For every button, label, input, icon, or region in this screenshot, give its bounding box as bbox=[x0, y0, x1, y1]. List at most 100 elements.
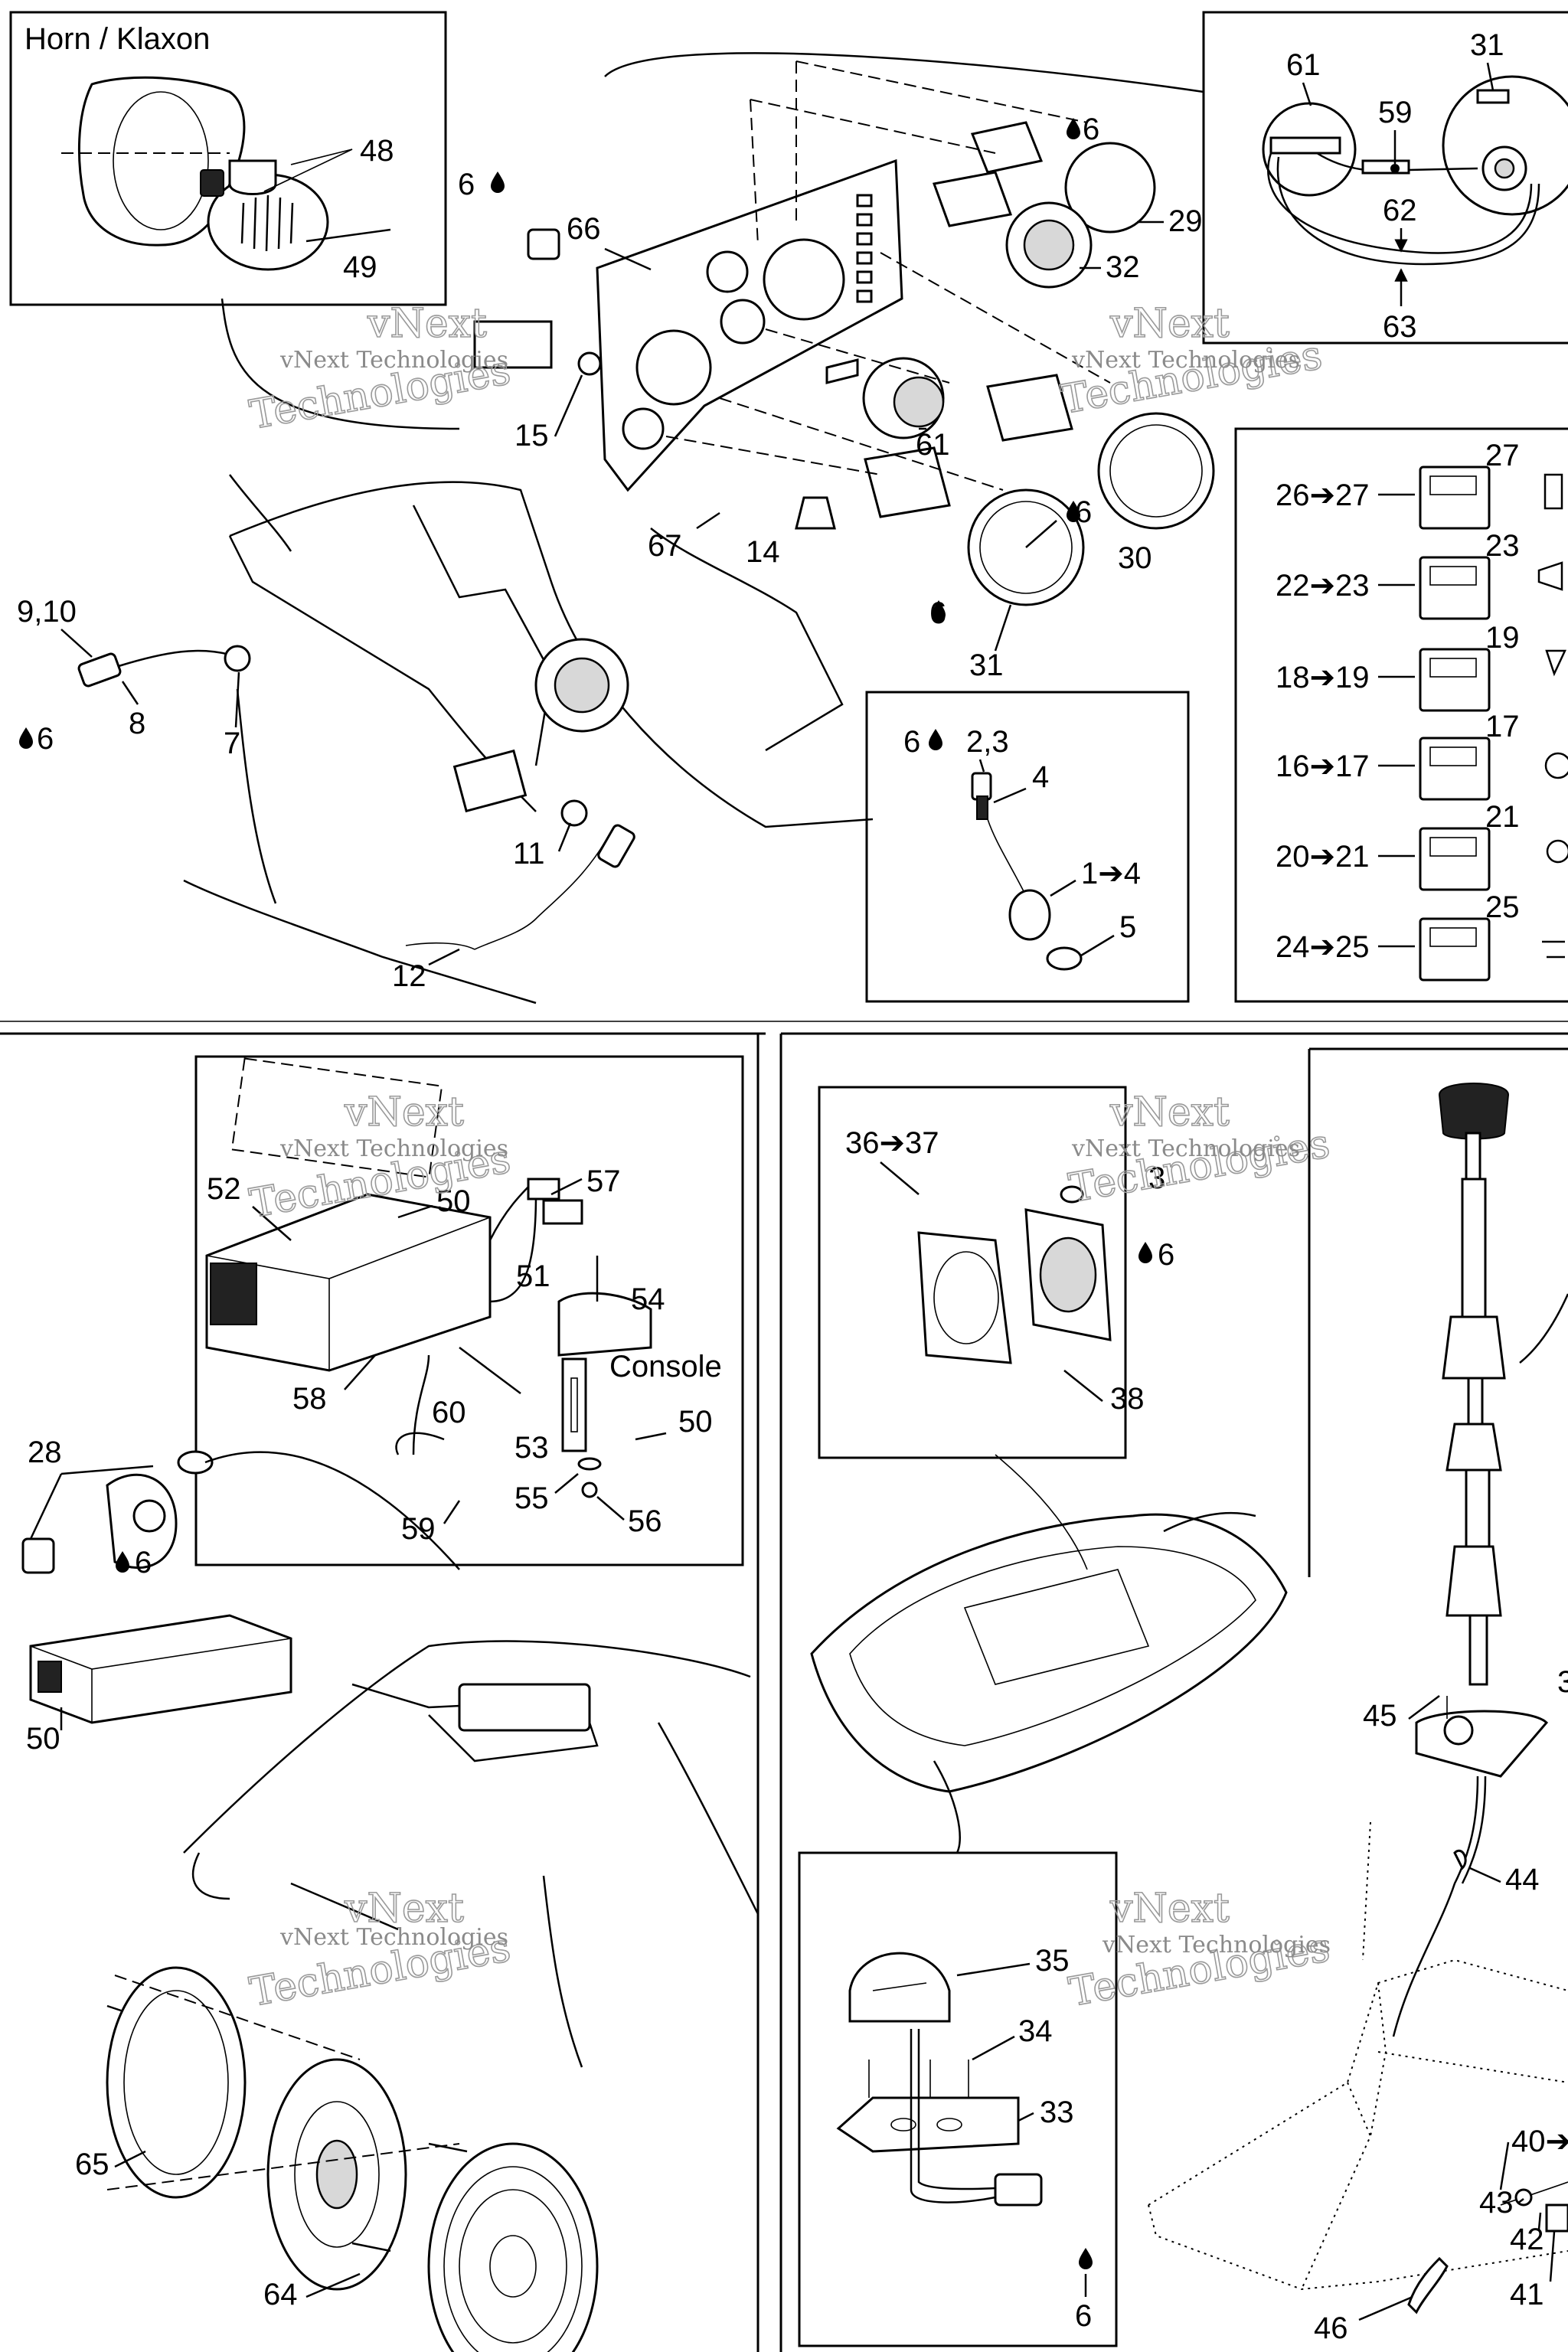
light-bezel-37 bbox=[917, 1231, 1012, 1364]
callout-59: 59 bbox=[1378, 96, 1413, 129]
callout-11: 11 bbox=[513, 837, 545, 871]
speaker-grille bbox=[427, 2142, 599, 2352]
callout-25: 25 bbox=[1485, 890, 1520, 924]
callout-6-sensor: 6 bbox=[903, 725, 920, 759]
pole-lamp bbox=[1438, 1083, 1510, 1140]
rocker-switch bbox=[1419, 556, 1491, 620]
callout-55: 55 bbox=[514, 1481, 549, 1515]
switch-row-19: 18➔19 19 bbox=[1276, 621, 1520, 712]
lights-panel: 36➔37 3 6 38 35 34 33 bbox=[810, 1126, 1288, 2333]
callout-30: 30 bbox=[1118, 541, 1152, 575]
callout-3-pole: 3 bbox=[1557, 1665, 1568, 1699]
callout-12: 12 bbox=[392, 959, 426, 993]
svg-text:vNext: vNext bbox=[1109, 301, 1230, 347]
cable-tie-46 bbox=[1407, 2256, 1449, 2314]
callout-36-37: 36➔37 bbox=[845, 1126, 939, 1160]
callout-6-horn: 6 bbox=[458, 168, 475, 201]
callout-3-light: 3 bbox=[1148, 1161, 1165, 1195]
callout-40: 40➔ bbox=[1511, 2125, 1568, 2158]
callout-6-top: 6 bbox=[1083, 113, 1099, 146]
callout-26-27: 26➔27 bbox=[1276, 479, 1370, 512]
callout-22-23: 22➔23 bbox=[1276, 569, 1370, 603]
callout-18-19: 18➔19 bbox=[1276, 661, 1370, 694]
callout-63: 63 bbox=[1383, 310, 1417, 344]
callout-8: 8 bbox=[129, 707, 145, 740]
callout-6-mid: 6 bbox=[1075, 495, 1092, 529]
callout-4: 4 bbox=[1032, 760, 1049, 794]
callout-15: 15 bbox=[514, 419, 549, 452]
console-label: Console bbox=[609, 1350, 722, 1383]
callout-53: 53 bbox=[514, 1431, 549, 1465]
svg-text:vNext Technologies: vNext Technologies bbox=[279, 347, 508, 374]
horn-panel: Horn / Klaxon 48 49 bbox=[24, 22, 394, 284]
horn-title: Horn / Klaxon bbox=[24, 22, 210, 56]
switch-row-17: 16➔17 17 bbox=[1276, 710, 1520, 801]
svg-text:vNext: vNext bbox=[1109, 1089, 1230, 1135]
callout-38: 38 bbox=[1110, 1382, 1145, 1416]
cd-player-50 bbox=[29, 1614, 292, 1724]
svg-text:vNext Technologies: vNext Technologies bbox=[279, 1924, 508, 1951]
boat-hull bbox=[810, 1513, 1288, 1793]
callout-23: 23 bbox=[1485, 529, 1520, 563]
callout-31: 31 bbox=[969, 648, 1004, 682]
callout-61: 61 bbox=[916, 428, 950, 462]
callout-60: 60 bbox=[432, 1396, 466, 1429]
svg-text:vNext Technologies: vNext Technologies bbox=[1102, 1932, 1331, 1958]
callout-27: 27 bbox=[1485, 439, 1520, 472]
callout-6-stern: 6 bbox=[1075, 2299, 1092, 2333]
sensor-inset: 6 2,3 4 1➔4 5 bbox=[903, 725, 1141, 971]
callout-14: 14 bbox=[746, 535, 780, 569]
callout-19: 19 bbox=[1485, 621, 1520, 655]
callout-6-left: 6 bbox=[37, 722, 54, 756]
switch-row-21: 20➔21 21 bbox=[1276, 800, 1520, 891]
rocker-switch bbox=[1419, 737, 1491, 801]
callout-44: 44 bbox=[1505, 1863, 1540, 1896]
callout-2-3: 2,3 bbox=[966, 725, 1009, 759]
rocker-switch bbox=[1419, 648, 1491, 712]
callout-7: 7 bbox=[224, 727, 240, 760]
svg-text:vNext: vNext bbox=[344, 1886, 464, 1932]
switch-row-25: 24➔25 25 bbox=[1276, 890, 1520, 982]
callout-41: 41 bbox=[1510, 2278, 1544, 2311]
callout-17: 17 bbox=[1485, 710, 1520, 743]
anchor-light-panel: 45 3 44 40➔ 43 42 41 46 bbox=[1148, 1083, 1568, 2345]
callout-50: 50 bbox=[436, 1184, 471, 1218]
callout-6-light: 6 bbox=[1158, 1238, 1174, 1272]
callout-32: 32 bbox=[1106, 250, 1140, 284]
gauge-30 bbox=[1097, 412, 1215, 530]
callout-48: 48 bbox=[360, 134, 394, 168]
callout-24-25: 24➔25 bbox=[1276, 930, 1370, 964]
callout-35: 35 bbox=[1035, 1944, 1070, 1978]
switch-row-23: 22➔23 23 bbox=[1276, 529, 1520, 620]
callout-9-10: 9,10 bbox=[17, 595, 77, 629]
rocker-switch bbox=[1419, 917, 1491, 982]
switch-list: 26➔27 27 22➔23 23 18➔19 19 16➔17 17 bbox=[1276, 439, 1568, 982]
radio-unit-52 bbox=[205, 1193, 492, 1372]
callout-61-inset: 61 bbox=[1286, 48, 1321, 82]
callout-56: 56 bbox=[628, 1504, 662, 1538]
callout-29: 29 bbox=[1168, 204, 1203, 238]
speaker-ring-65 bbox=[106, 1966, 247, 2199]
rocker-switch bbox=[1419, 827, 1491, 891]
callout-1-4: 1➔4 bbox=[1081, 857, 1141, 890]
svg-text:vNext Technologies: vNext Technologies bbox=[1071, 1135, 1300, 1162]
callout-20-21: 20➔21 bbox=[1276, 840, 1370, 874]
callout-16-17: 16➔17 bbox=[1276, 750, 1370, 783]
callout-33: 33 bbox=[1040, 2096, 1074, 2129]
callout-31-inset: 31 bbox=[1470, 28, 1504, 62]
callout-49: 49 bbox=[343, 250, 377, 284]
callout-65: 65 bbox=[75, 2148, 109, 2181]
pole-base-45 bbox=[1415, 1710, 1549, 1778]
callout-43: 43 bbox=[1479, 2186, 1514, 2220]
dash-assembly: 6 6 6 29 32 61 6 bbox=[17, 52, 1215, 1004]
wiring-inset: 61 31 59 62 63 bbox=[1262, 28, 1568, 344]
callout-45: 45 bbox=[1363, 1699, 1397, 1733]
callout-6-socket: 6 bbox=[135, 1546, 152, 1579]
svg-text:vNext: vNext bbox=[1109, 1886, 1230, 1932]
switch-symbols bbox=[1537, 473, 1568, 959]
radio-panel: 57 52 50 51 54 Console 58 60 53 50 55 56… bbox=[21, 1057, 760, 2352]
callout-46: 46 bbox=[1314, 2311, 1348, 2345]
rocker-switch bbox=[1419, 466, 1491, 530]
console-bracket bbox=[557, 1292, 652, 1357]
